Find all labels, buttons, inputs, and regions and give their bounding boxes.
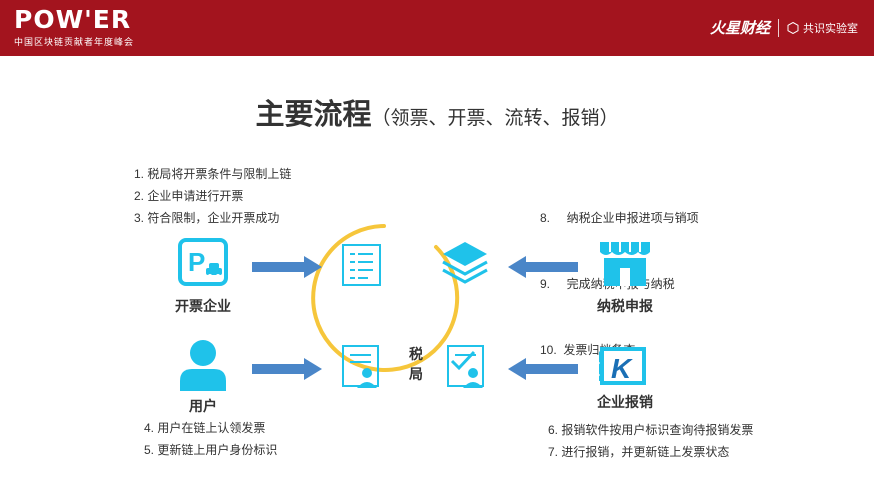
brand-subtitle: 中国区块链贡献者年度峰会: [14, 37, 135, 47]
lab-name: 共识实验室: [803, 22, 858, 35]
document-icon: [342, 244, 381, 286]
step-item: 1. 税局将开票条件与限制上链: [134, 167, 292, 181]
svg-text:K: K: [611, 353, 633, 384]
step-item: 5. 更新链上用户身份标识: [144, 443, 278, 457]
lab-logo: 共识实验室: [787, 20, 858, 36]
title-sub: （领票、开票、流转、报销）: [371, 108, 619, 129]
step-item: 3. 符合限制，企业开票成功: [134, 211, 280, 225]
reimburse-label: 企业报销: [597, 394, 653, 410]
tax-bureau-label: 税 局: [409, 346, 423, 382]
verified-document-icon: [447, 345, 484, 388]
tax-declare-label: 纳税申报: [597, 298, 653, 314]
title-main: 主要流程: [255, 99, 372, 131]
parking-car-icon: P: [178, 238, 228, 286]
arrow-reimburse-to-doc: [508, 358, 578, 380]
arrow-taxdeclare-to-layers: [508, 256, 578, 278]
brand-logo: POW'ER: [14, 5, 132, 34]
user-document-icon: [342, 345, 379, 388]
partner-logo: 火星财经: [709, 20, 770, 37]
brand-right: 火星财经 共识实验室: [710, 17, 858, 38]
step-item: 8. 纳税企业申报进项与销项: [540, 211, 699, 225]
cycle-arc: [311, 224, 460, 372]
svg-text:P: P: [188, 247, 205, 277]
steps-bottom-right: 6. 报销软件按用户标识查询待报销发票 7. 进行报销，并更新链上发票状态: [548, 419, 753, 463]
hexagon-icon: [787, 21, 799, 34]
step-item: 7. 进行报销，并更新链上发票状态: [548, 445, 730, 459]
k-brand-icon: K: [599, 347, 646, 385]
step-item: 4. 用户在链上认领发票: [144, 421, 266, 435]
header-bar: POW'ER 中国区块链贡献者年度峰会 火星财经 共识实验室: [0, 0, 874, 56]
steps-top-left: 1. 税局将开票条件与限制上链 2. 企业申请进行开票 3. 符合限制，企业开票…: [134, 163, 291, 229]
layers-icon: [442, 242, 488, 284]
brand-divider: [778, 18, 779, 37]
step-item: 2. 企业申请进行开票: [134, 189, 244, 203]
user-label: 用户: [189, 398, 217, 414]
arrow-user-to-doc: [252, 358, 322, 380]
brand-left: POW'ER 中国区块链贡献者年度峰会: [14, 6, 134, 48]
storefront-icon: [600, 242, 650, 286]
person-icon: [180, 340, 226, 391]
arrow-issuer-to-doc: [252, 256, 322, 278]
page-title: 主要流程（领票、开票、流转、报销）: [0, 91, 874, 133]
step-item: 6. 报销软件按用户标识查询待报销发票: [548, 423, 754, 437]
issuer-label: 开票企业: [175, 298, 231, 314]
steps-bottom-left: 4. 用户在链上认领发票 5. 更新链上用户身份标识: [144, 417, 277, 461]
